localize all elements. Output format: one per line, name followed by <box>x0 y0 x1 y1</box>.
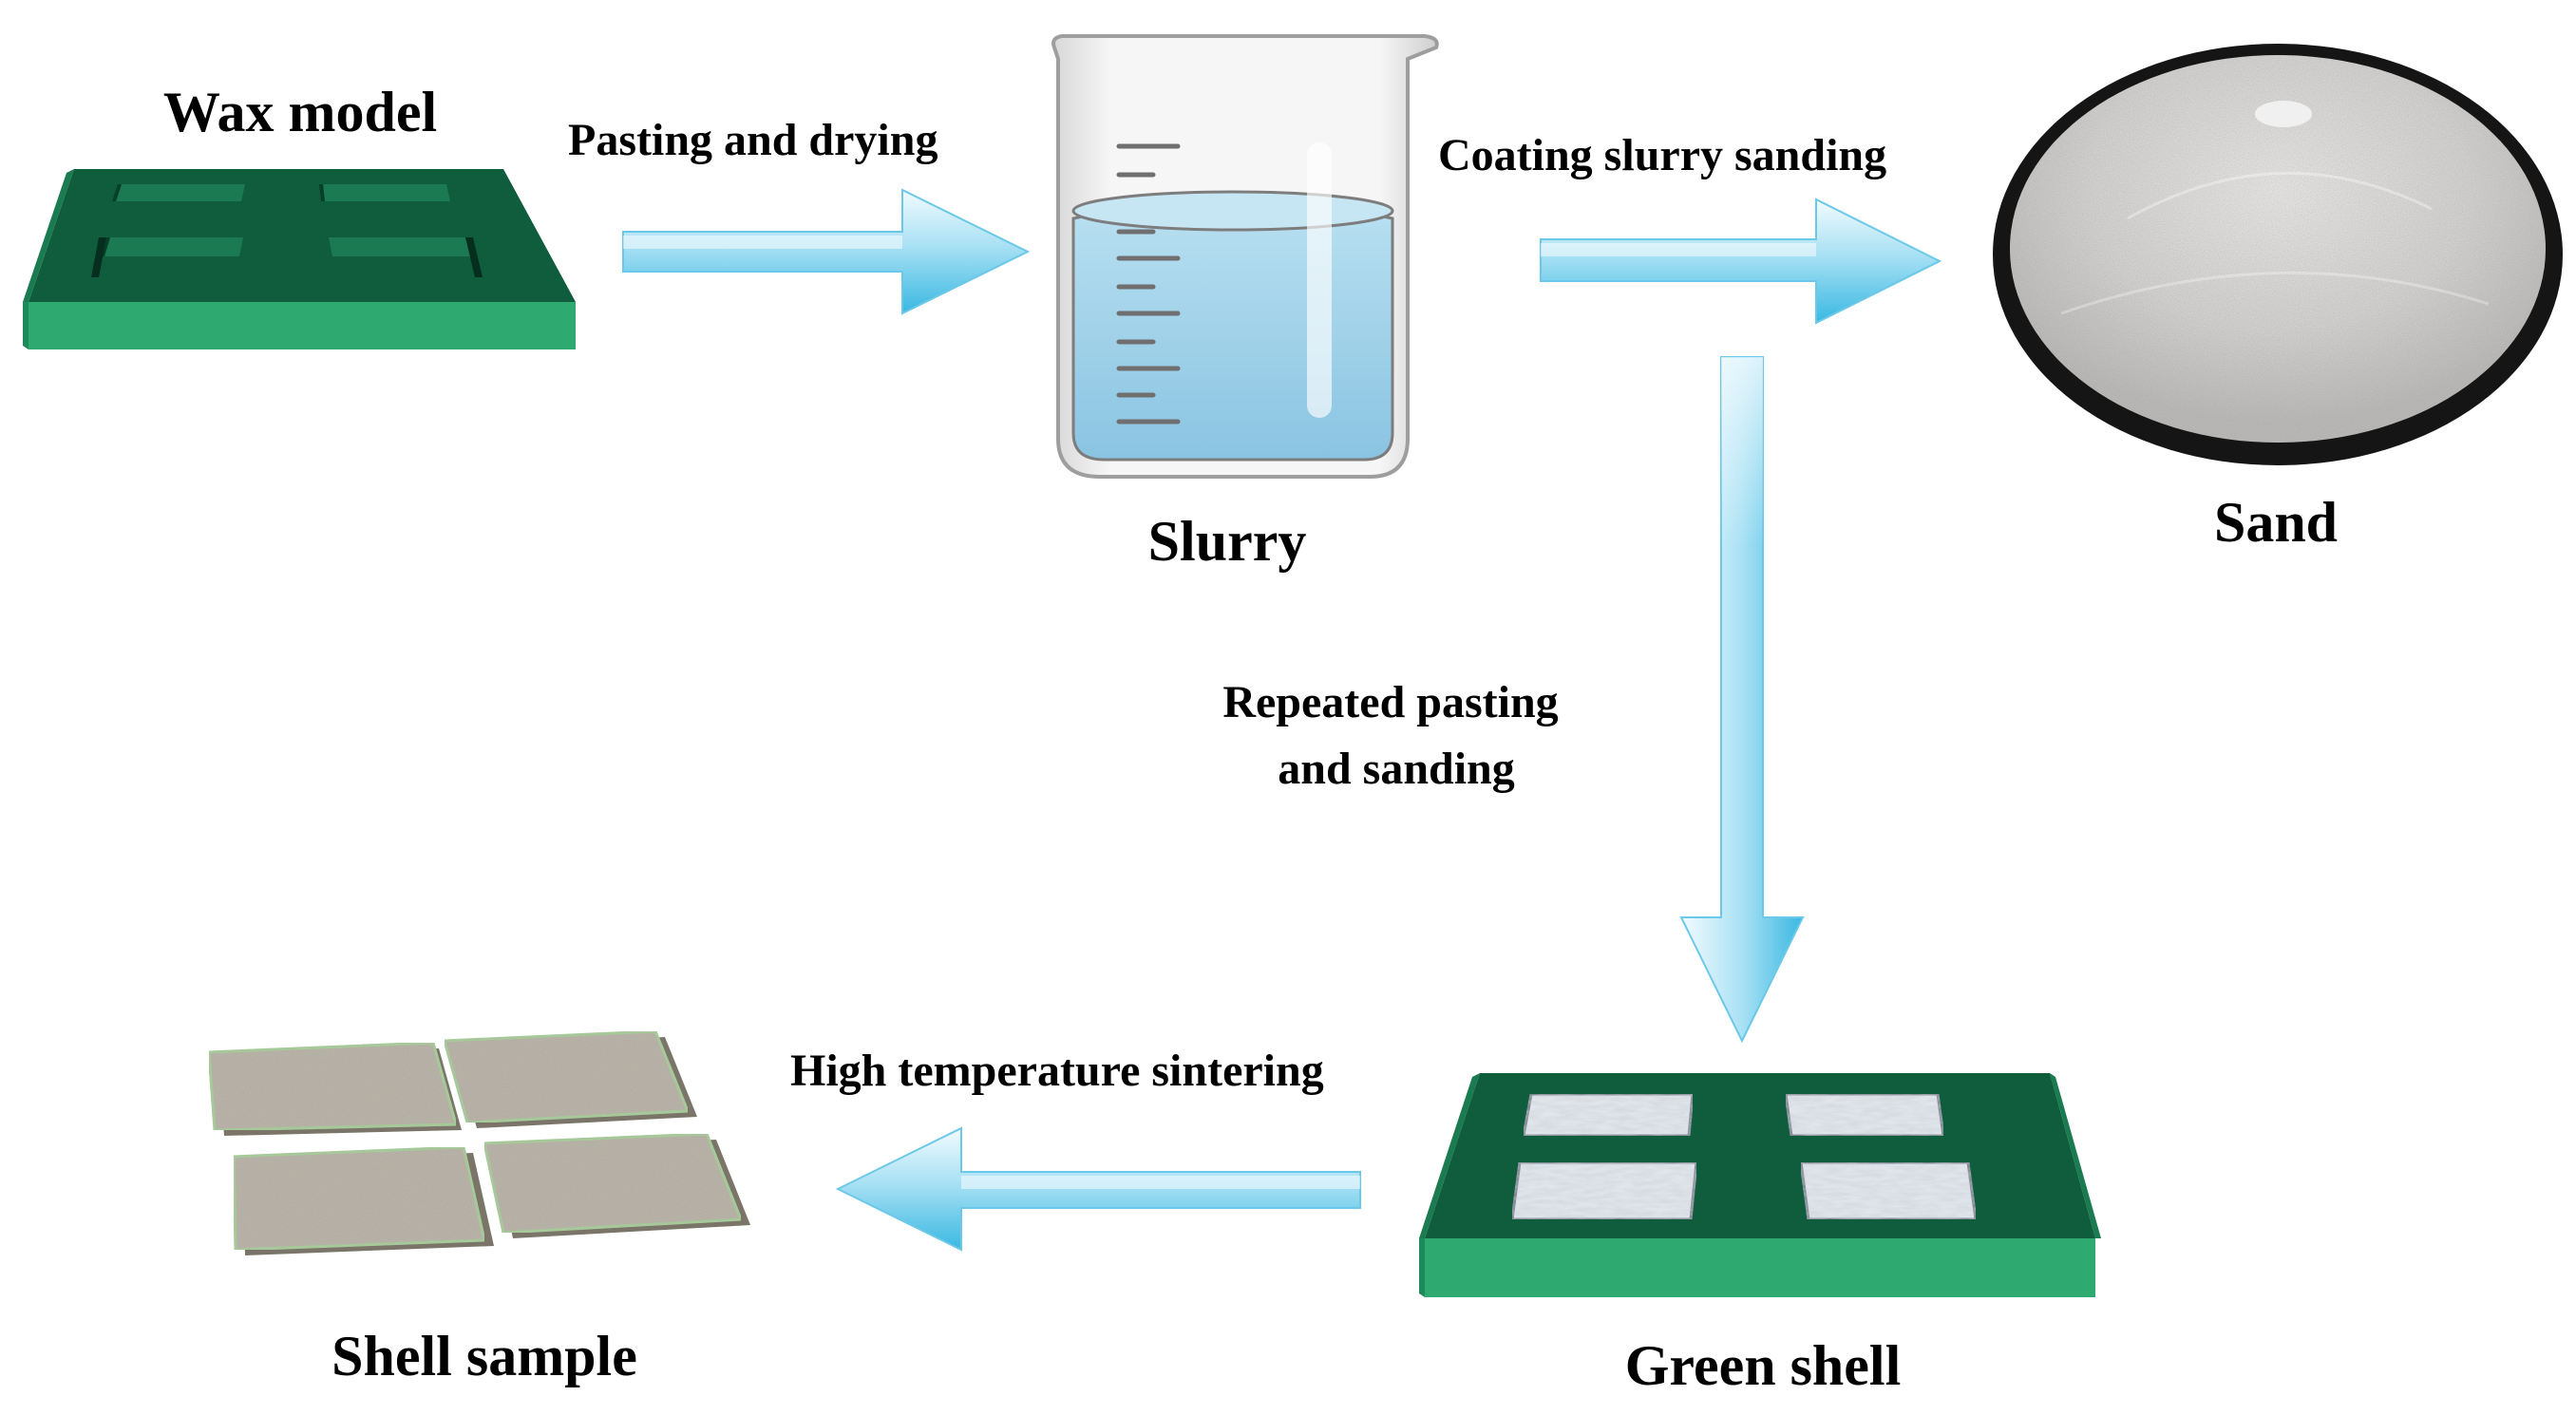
wax-model-label: Wax model <box>162 81 438 143</box>
sand-illustration <box>1993 44 2563 465</box>
coated-slot <box>1510 1160 1698 1221</box>
green-shell-label: Green shell <box>1624 1334 1902 1397</box>
wax-model-illustration <box>23 169 576 349</box>
high-temperature-sintering-label: High temperature sintering <box>790 1046 1324 1096</box>
green-shell-illustration <box>1419 1073 2101 1297</box>
shell-tile <box>207 1041 462 1136</box>
shell-sample-illustration <box>207 1029 750 1255</box>
shell-tile <box>483 1132 750 1238</box>
wax-slot <box>112 184 245 201</box>
wax-slot <box>329 237 483 277</box>
wax-slot <box>91 237 243 277</box>
beaker-graduations <box>1116 143 1181 424</box>
coated-slot <box>1522 1092 1695 1138</box>
coated-slot <box>1799 1160 1978 1221</box>
coated-slot <box>1784 1092 1945 1138</box>
arrow-repeated-pasting <box>1679 356 1805 1044</box>
shell-sample-label: Shell sample <box>331 1325 637 1387</box>
arrow-high-temperature-sintering <box>835 1126 1361 1252</box>
arrow-coating-sanding <box>1540 198 1942 325</box>
shell-tile <box>443 1029 697 1128</box>
repeated-pasting-label-line1: Repeated pasting <box>1222 677 1559 727</box>
sand-label: Sand <box>2213 491 2339 554</box>
slurry-label: Slurry <box>1147 510 1307 573</box>
pasting-drying-label: Pasting and drying <box>568 115 938 165</box>
beaker-illustration <box>1051 34 1439 479</box>
arrow-pasting-drying <box>622 188 1031 315</box>
wax-slot <box>319 184 450 201</box>
repeated-pasting-label-line2: and sanding <box>1278 744 1515 794</box>
coating-slurry-sanding-label: Coating slurry sanding <box>1438 130 1887 180</box>
shell-tile <box>232 1145 494 1255</box>
